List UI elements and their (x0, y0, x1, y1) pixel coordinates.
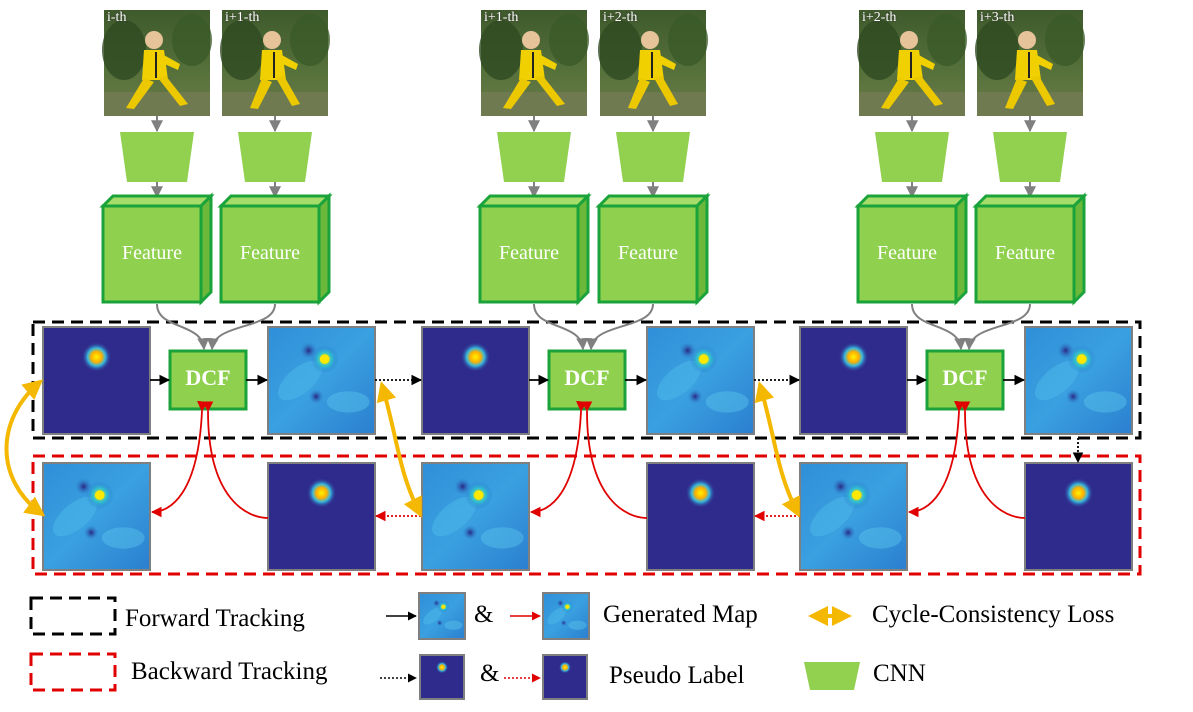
legend-generated-map-1 (418, 592, 466, 640)
legend-pseudo-label-1 (419, 654, 465, 700)
legend-generated-map-2 (542, 592, 590, 640)
feature-cube (476, 192, 592, 306)
frames-layer (99, 10, 1088, 306)
cnn-block (497, 132, 571, 182)
frame-image (220, 10, 330, 116)
legend-amp-2: & (480, 660, 500, 687)
dcf-label: DCF (942, 365, 988, 390)
flow-arrow (529, 401, 587, 518)
flow-arrow (959, 401, 1026, 519)
legend-forward-label: Forward Tracking (125, 605, 305, 632)
legend-pseudo-label: Pseudo Label (609, 662, 745, 689)
pseudo-label-map (799, 326, 908, 435)
frame-label: i+2-th (603, 10, 638, 25)
dcf-label: DCF (185, 365, 231, 390)
feature-cube (595, 192, 711, 306)
frame-image (857, 10, 967, 116)
legend-cnn-icon (804, 662, 860, 690)
flow-arrow (206, 303, 276, 351)
flow-arrow (963, 303, 1031, 351)
legend-cycle-label: Cycle-Consistency Loss (872, 601, 1115, 628)
legend-pseudo-label-2 (542, 654, 588, 700)
legend-cnn-label: CNN (873, 660, 926, 687)
legend (29, 596, 860, 692)
cnn-block (616, 132, 690, 182)
feature-label: Feature (877, 242, 937, 264)
cnn-block (993, 132, 1067, 182)
legend-maps (418, 592, 590, 700)
flow-arrow (156, 303, 210, 351)
dcf-label: DCF (564, 365, 610, 390)
flow-arrow (581, 401, 648, 519)
flow-arrow (911, 303, 967, 351)
frame-label: i-th (107, 10, 127, 25)
legend-amp-1: & (474, 601, 494, 628)
flow-arrow (533, 303, 589, 351)
generated-map (646, 326, 755, 435)
legend-forward-swatch (29, 596, 117, 636)
generated-map (1024, 326, 1133, 435)
legend-backward-swatch (29, 652, 117, 692)
feature-cube (99, 192, 215, 306)
pseudo-label-map (1024, 462, 1133, 571)
feature-label: Feature (995, 242, 1055, 264)
maps-layer (42, 326, 1133, 571)
feature-cube (217, 192, 333, 306)
generated-map (421, 462, 530, 571)
generated-map (799, 462, 908, 571)
frame-image (102, 10, 212, 116)
cnn-block (120, 132, 194, 182)
frame-image (479, 10, 589, 116)
feature-label: Feature (240, 242, 300, 264)
frame-label: i+2-th (862, 10, 897, 25)
cycle-consistency-arrow (4, 379, 46, 517)
cycle-consistency-arrow (376, 381, 422, 518)
feature-label: Feature (499, 242, 559, 264)
flow-arrow (907, 401, 965, 518)
pseudo-label-map (421, 326, 530, 435)
feature-label: Feature (122, 242, 182, 264)
frame-label: i+1-th (225, 10, 260, 25)
pseudo-label-map (42, 326, 151, 435)
feature-cube (854, 192, 970, 306)
dcf-block (547, 349, 627, 411)
feature-cube (972, 192, 1088, 306)
pseudo-label-map (646, 462, 755, 571)
feature-label: Feature (618, 242, 678, 264)
frame-image (975, 10, 1085, 116)
cycle-consistency-arrow (754, 381, 800, 518)
generated-map (267, 326, 376, 435)
legend-generated-map-label: Generated Map (603, 601, 758, 628)
cnn-block (875, 132, 949, 182)
arrows-layer (4, 303, 1084, 522)
flow-arrow (202, 401, 269, 519)
frame-label: i+3-th (980, 10, 1015, 25)
generated-map (42, 462, 151, 571)
flow-arrow (585, 303, 654, 351)
pseudo-label-map (267, 462, 376, 571)
cnn-block (238, 132, 312, 182)
flow-arrow (150, 401, 208, 518)
legend-backward-label: Backward Tracking (131, 658, 328, 685)
frame-image (598, 10, 708, 116)
frame-label: i+1-th (484, 10, 519, 25)
